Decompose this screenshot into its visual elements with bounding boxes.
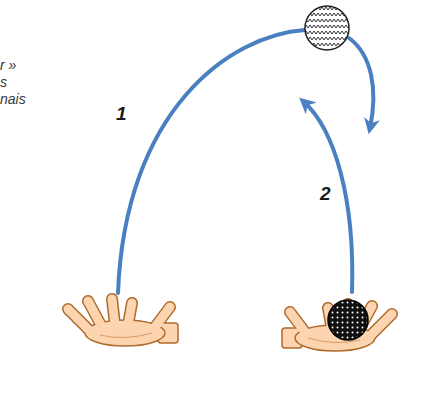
- throw-arc-2: [304, 102, 352, 292]
- note-fragment: nais: [0, 92, 26, 107]
- note-fragment: r »: [0, 58, 16, 73]
- fall-arrow: [349, 38, 373, 128]
- throw-arcs: [118, 30, 373, 293]
- left-hand: [68, 299, 178, 346]
- callout-number: 1: [116, 104, 127, 125]
- dotted-ball: [328, 300, 368, 340]
- patterned-ball: [305, 6, 349, 50]
- note-fragment: s: [0, 75, 7, 90]
- callout-number: 2: [320, 184, 331, 205]
- throw-arc-1: [118, 30, 305, 293]
